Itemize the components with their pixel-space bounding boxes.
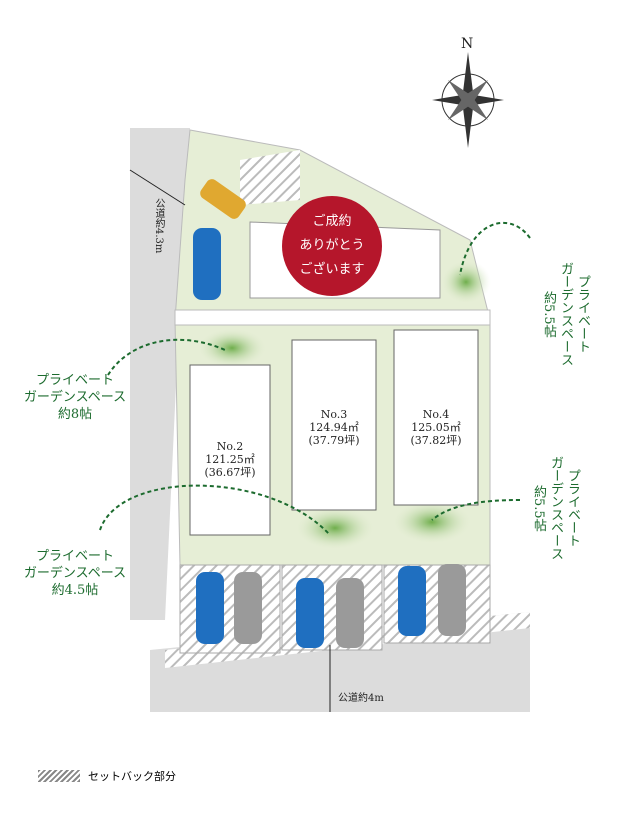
driveway	[174, 309, 491, 326]
entry-stairs	[240, 150, 300, 205]
lot-no2-info: No.2 121.25㎡ (36.67坪)	[195, 440, 265, 479]
garden-label-no2: プライベート ガーデンスペース 約8帖	[10, 372, 140, 423]
compass-north-label: N	[461, 36, 474, 52]
garden-label-no4: プライベート ガーデンスペース 約5.5帖	[530, 456, 581, 560]
sold-badge: ご成約 ありがとう ございます	[282, 196, 382, 296]
setback-hatch-swatch	[38, 770, 80, 782]
lot-tsubo: (36.67坪)	[204, 466, 256, 479]
garden-label-line: ガーデンスペース	[558, 262, 573, 366]
garden-label-line: 約5.5帖	[541, 290, 556, 338]
garden-label-line: ガーデンスペース	[23, 390, 127, 405]
car-blue	[296, 578, 324, 648]
house-no3	[291, 339, 377, 511]
badge-line: ございます	[299, 262, 365, 277]
badge-line: ありがとう	[299, 238, 365, 253]
garden-label-line: プライベート	[575, 275, 590, 353]
garden-area	[441, 260, 491, 304]
garden-leader-lines	[99, 221, 531, 536]
garden-label-line: プライベート	[35, 373, 114, 388]
legend-label: セットバック部分	[88, 770, 176, 783]
west-road-label: 公道約4.3m	[153, 198, 164, 254]
car-blue	[398, 566, 426, 636]
garden-label-line: ガーデンスペース	[23, 566, 127, 581]
garden-area	[295, 506, 375, 550]
garden-label-line: 約8帖	[57, 407, 93, 422]
garden-label-line: 約4.5帖	[51, 583, 99, 598]
cars	[193, 179, 466, 648]
compass-icon	[432, 52, 504, 148]
house-no2	[189, 364, 271, 536]
lot-area: 124.94㎡	[309, 421, 359, 434]
lot-no4-info: No.4 125.05㎡ (37.82坪)	[399, 408, 473, 447]
lot-no3-info: No.3 124.94㎡ (37.79坪)	[297, 408, 371, 447]
garden-area	[392, 500, 472, 544]
car-yellow	[200, 179, 246, 219]
lot-name: No.2	[216, 440, 244, 453]
car-gray	[438, 564, 466, 636]
west-road	[130, 128, 190, 620]
garden-label-line: 約5.5帖	[531, 484, 546, 532]
garden-area	[197, 328, 267, 368]
lot-area: 125.05㎡	[411, 421, 461, 434]
lot-name: No.3	[320, 408, 348, 421]
lot-tsubo: (37.82坪)	[410, 434, 462, 447]
garden-label-line: プライベート	[35, 549, 114, 564]
lot-tsubo: (37.79坪)	[308, 434, 360, 447]
car-gray	[336, 578, 364, 648]
car-blue	[196, 572, 224, 644]
garden-label-existing: プライベート ガーデンスペース 約5.5帖	[540, 262, 591, 366]
south-road-label: 公道約4m	[338, 693, 384, 704]
lot-area: 121.25㎡	[205, 453, 255, 466]
legend: セットバック部分	[38, 768, 176, 784]
house-no4	[393, 329, 479, 506]
parking-no2	[179, 564, 281, 654]
badge-line: ご成約	[312, 214, 352, 229]
lot-name: No.4	[422, 408, 450, 421]
car-blue	[193, 228, 221, 300]
garden-label-line: ガーデンスペース	[548, 456, 563, 560]
garden-label-line: プライベート	[565, 469, 580, 547]
car-gray	[234, 572, 262, 644]
garden-label-no3: プライベート ガーデンスペース 約4.5帖	[10, 548, 140, 599]
